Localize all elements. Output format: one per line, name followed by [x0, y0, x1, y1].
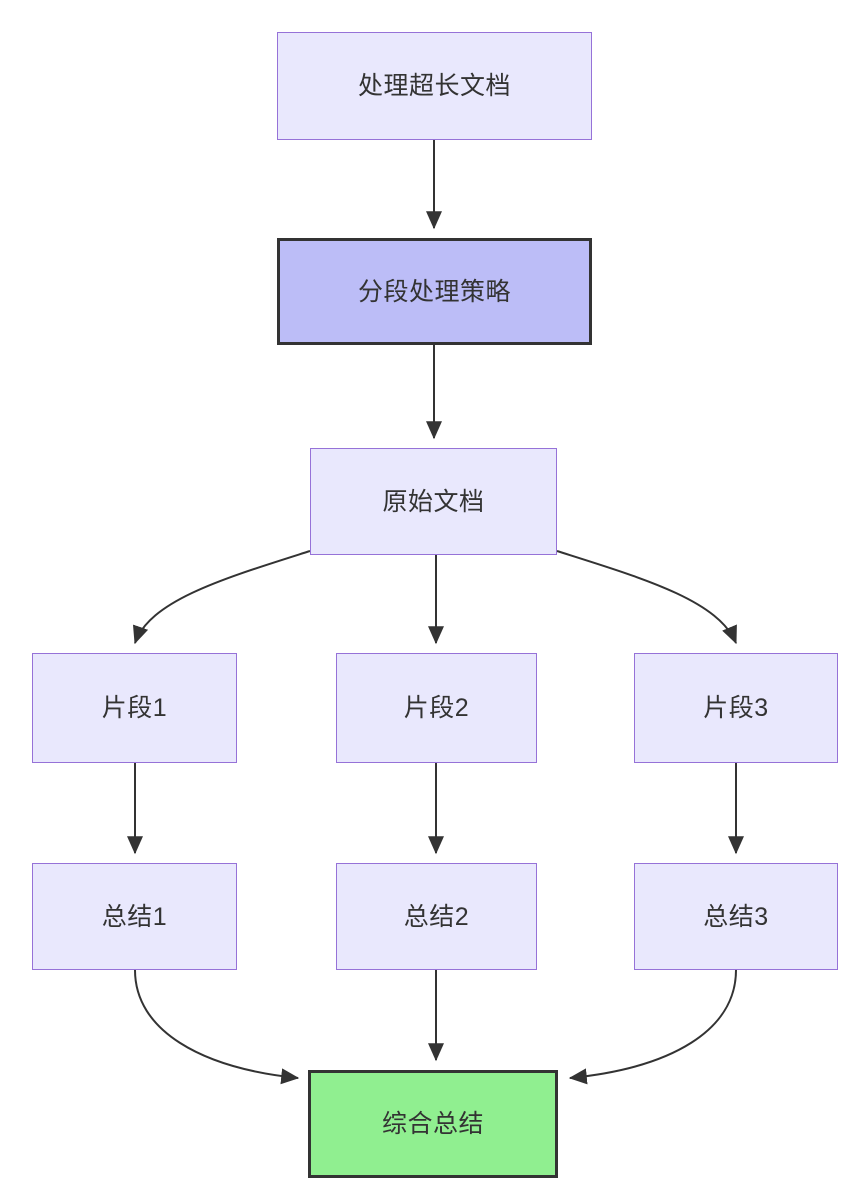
node-label: 总结1: [101, 902, 168, 931]
edge-n7-n10: [134, 969, 300, 1085]
node-chunking-strategy[interactable]: 分段处理策略: [277, 238, 592, 345]
node-label: 总结3: [703, 902, 769, 931]
node-label: 片段1: [101, 694, 168, 722]
node-label: 片段3: [703, 694, 769, 722]
node-label: 片段2: [403, 694, 470, 722]
node-fragment-2[interactable]: 片段2: [336, 653, 537, 763]
node-label: 总结2: [403, 902, 470, 931]
node-label: 分段处理策略: [357, 277, 511, 306]
node-label: 综合总结: [381, 1110, 484, 1138]
edge-n3-n6: [556, 550, 737, 645]
edge-n3-n4: [133, 550, 311, 645]
node-label: 原始文档: [382, 487, 485, 516]
node-summary-3[interactable]: 总结3: [634, 863, 838, 970]
node-original-document[interactable]: 原始文档: [310, 448, 557, 555]
node-fragment-3[interactable]: 片段3: [634, 653, 838, 763]
node-comprehensive-summary[interactable]: 综合总结: [308, 1070, 558, 1178]
edge-n9-n10: [568, 969, 737, 1085]
node-label: 处理超长文档: [357, 72, 511, 100]
node-summary-1[interactable]: 总结1: [32, 863, 237, 970]
node-process-long-document[interactable]: 处理超长文档: [277, 32, 592, 140]
node-fragment-1[interactable]: 片段1: [32, 653, 237, 763]
node-summary-2[interactable]: 总结2: [336, 863, 537, 970]
